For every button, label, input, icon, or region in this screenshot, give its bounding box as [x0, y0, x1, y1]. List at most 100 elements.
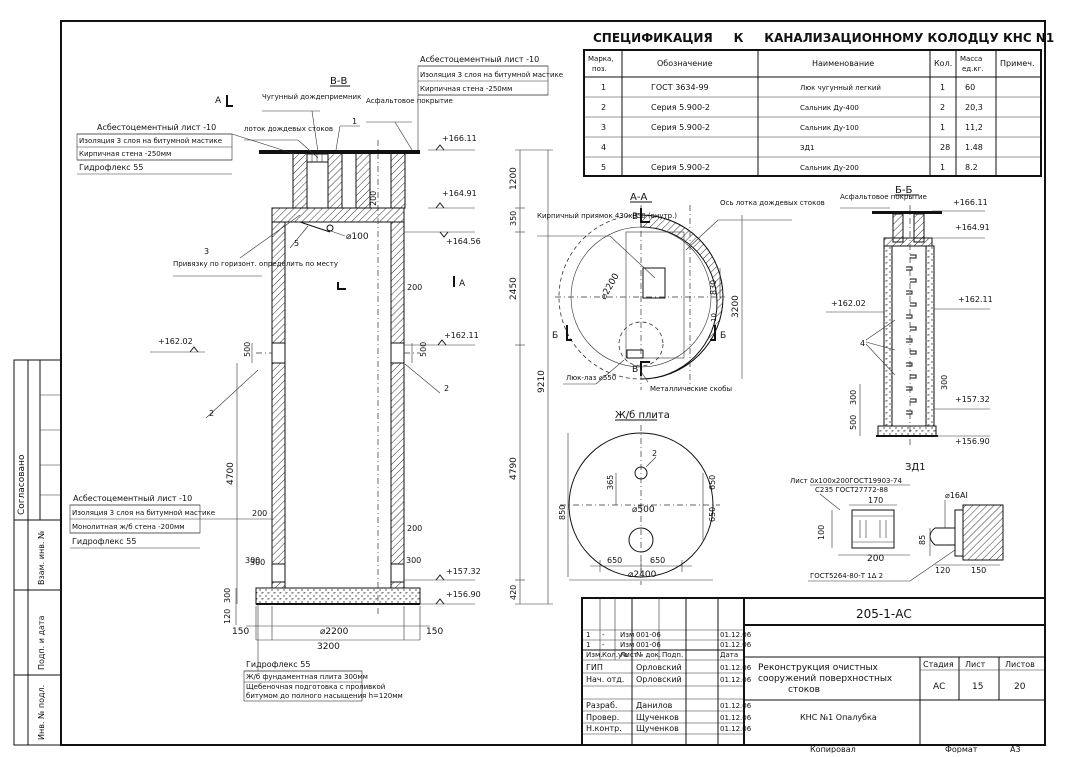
svg-text:С235 ГОСТ27772-88: С235 ГОСТ27772-88 [815, 486, 888, 494]
label-tray: лоток дождевых стоков [244, 125, 333, 133]
signature-date: 01.12.06 [720, 702, 752, 710]
revision-header: Кол.уч. [602, 651, 628, 659]
drawing-code: 205-1-АС [856, 607, 912, 621]
spec-header-note: Примеч. [1000, 59, 1035, 68]
svg-text:85: 85 [918, 535, 927, 545]
revision-cell: - [602, 631, 605, 639]
svg-text:⌀2200: ⌀2200 [320, 627, 349, 637]
svg-text:Кирпичная стена -250мм: Кирпичная стена -250мм [79, 150, 171, 158]
revision-header: Дата [720, 651, 738, 659]
svg-text:Ж/б фундаментная плита 300мм: Ж/б фундаментная плита 300мм [246, 673, 368, 681]
ladder-step [910, 278, 917, 283]
spec-header-mass-2: ед.кг. [962, 65, 984, 73]
signature-date: 01.12.06 [720, 664, 752, 672]
spec-cell-mass: 20,3 [965, 103, 983, 112]
svg-text:300: 300 [250, 558, 265, 567]
svg-text:3200: 3200 [317, 642, 340, 652]
signature-name: Орловский [636, 663, 682, 672]
svg-text:120: 120 [935, 566, 950, 575]
svg-text:+166.11: +166.11 [442, 134, 477, 143]
svg-text:+164.91: +164.91 [955, 223, 990, 232]
spec-cell-name: Люк чугунный легкий [800, 84, 881, 92]
svg-text:Лист: Лист [965, 660, 986, 669]
signature-name: Щученков [636, 713, 679, 722]
stage-value: АС [933, 682, 945, 692]
section-bb-drawing: В-В А А [69, 55, 563, 702]
svg-text:150: 150 [426, 627, 443, 637]
marker-a-top: А [215, 96, 222, 106]
svg-text:⌀2400: ⌀2400 [628, 570, 657, 580]
svg-text:1200: 1200 [509, 167, 519, 190]
section-bb2-title: Б-Б [895, 185, 912, 196]
svg-text:850: 850 [558, 505, 567, 520]
svg-text:Формат: Формат [945, 745, 978, 753]
slab-title: Ж/б плита [615, 410, 670, 421]
svg-text:9210: 9210 [537, 370, 547, 393]
signature-name: Щученков [636, 724, 679, 733]
svg-text:+164.91: +164.91 [442, 189, 477, 198]
spec-cell-qty: 28 [940, 143, 950, 152]
svg-text:В: В [632, 365, 638, 375]
spec-header-mark-2: поз. [592, 65, 607, 73]
spec-cell-designation: Серия 5.900-2 [651, 103, 710, 112]
svg-text:+162.11: +162.11 [958, 295, 993, 304]
ladder-step [910, 254, 917, 259]
svg-text:+156.90: +156.90 [446, 590, 481, 599]
svg-text:365: 365 [606, 475, 615, 490]
revision-cell: 1 [586, 641, 590, 649]
svg-text:10: 10 [710, 313, 718, 322]
svg-text:стоков: стоков [788, 685, 820, 695]
list-value: 15 [972, 682, 983, 692]
slab-drawing: Ж/б плита 2 365 650 650 850 ⌀500 650 650… [558, 410, 720, 585]
label-hatch-aa: Люк-лаз ⌀550 [566, 374, 616, 382]
ladder-step [906, 266, 913, 271]
svg-text:Изоляция 3 слоя на битумной ма: Изоляция 3 слоя на битумной мастике [420, 71, 563, 79]
svg-text:ГОСТ5264-80-Т 1Δ 2: ГОСТ5264-80-Т 1Δ 2 [810, 572, 883, 580]
spec-title: СПЕЦИФИКАЦИЯ К КАНАЛИЗАЦИОННОМУ КОЛОДЦУ … [593, 31, 1054, 45]
svg-text:Лист δх100х200ГОСТ19903-74: Лист δх100х200ГОСТ19903-74 [790, 477, 902, 485]
svg-text:830: 830 [709, 280, 718, 295]
revision-header: Изм. [586, 651, 602, 659]
spec-cell-mark: 4 [601, 143, 606, 152]
spec-cell-mark: 1 [601, 83, 606, 92]
svg-text:Листов: Листов [1005, 660, 1035, 669]
spec-cell-designation: Серия 5.900-2 [651, 123, 710, 132]
svg-text:+166.11: +166.11 [953, 198, 988, 207]
elevations-bb: +166.11 +164.91 +164.56 +162.02 +162.11 … [150, 134, 481, 605]
spec-cell-qty: 2 [940, 103, 945, 112]
svg-text:500: 500 [243, 342, 252, 357]
section-bb-title: В-В [330, 76, 347, 87]
signature-role: Н.контр. [586, 724, 622, 733]
svg-text:100: 100 [817, 525, 826, 540]
svg-text:Гидрофлекс 55: Гидрофлекс 55 [79, 163, 143, 172]
note-top-right: Асбестоцементный лист -10 Изоляция 3 сло… [417, 55, 563, 150]
label-anchor: Привязку по горизонт. определить по мест… [173, 260, 338, 268]
ladder-steps [906, 254, 917, 415]
svg-text:170: 170 [868, 496, 883, 505]
spec-header-mass: Масса [960, 55, 982, 63]
svg-text:Стадия: Стадия [923, 660, 954, 669]
side-inv-orig: Инв. № подл. [37, 685, 46, 740]
svg-text:Изоляция 3 слоя на битумной ма: Изоляция 3 слоя на битумной мастике [79, 137, 222, 145]
ladder-step [910, 326, 917, 331]
svg-text:4700: 4700 [226, 462, 236, 485]
svg-text:Асбестоцементный лист -10: Асбестоцементный лист -10 [420, 55, 539, 64]
svg-text:2450: 2450 [509, 277, 519, 300]
revision-cell: Изм [620, 631, 634, 639]
svg-text:Асбестоцементный лист -10: Асбестоцементный лист -10 [97, 123, 216, 132]
spec-cell-qty: 1 [940, 123, 945, 132]
marker-a-right: А [459, 279, 466, 289]
revision-cell: 1 [586, 631, 590, 639]
svg-text:⌀500: ⌀500 [632, 505, 655, 515]
label-axis-tray: Ось лотка дождевых стоков [720, 199, 825, 207]
svg-text:А3: А3 [1010, 745, 1021, 753]
spec-cell-designation: ГОСТ 3634-99 [651, 83, 709, 92]
revision-cell: 01.12.06 [720, 631, 752, 639]
svg-text:⌀16АI: ⌀16АI [945, 491, 968, 500]
svg-text:200: 200 [407, 524, 422, 533]
callout-2-right: 2 [444, 384, 449, 393]
